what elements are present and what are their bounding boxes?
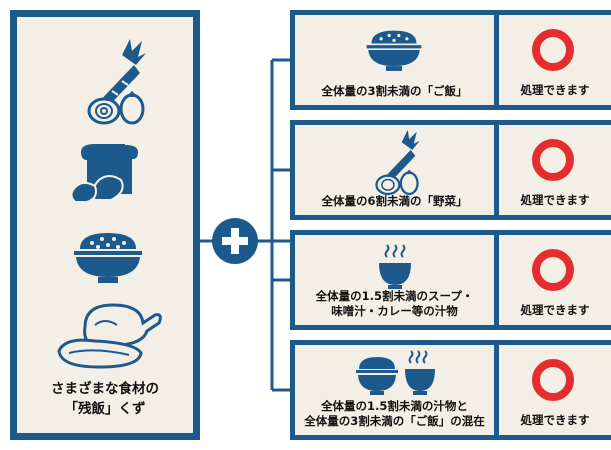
condition-label: 全体量の3割未満の「ご飯」 xyxy=(295,84,494,99)
food-waste-caption: さまざまな食材の 「残飯」くず xyxy=(17,379,193,419)
status-label: 処理できます xyxy=(520,193,590,207)
food-waste-panel: さまざまな食材の 「残飯」くず xyxy=(10,10,200,440)
food-waste-caption-line1: さまざまな食材の xyxy=(51,381,159,397)
condition-label: 全体量の1.5割未満のスープ・ 味噌汁・カレー等の汁物 xyxy=(295,289,494,319)
status-label: 処理できます xyxy=(520,413,590,427)
rice-and-soup-icon xyxy=(355,349,439,401)
status-box: 処理できます xyxy=(499,345,611,435)
status-label: 処理できます xyxy=(520,303,590,317)
ok-circle-icon xyxy=(532,359,574,401)
condition-box: 全体量の6割未満の「野菜」 xyxy=(295,125,494,215)
food-waste-caption-line2: 「残飯」くず xyxy=(64,401,146,417)
bread-icon xyxy=(69,142,149,207)
condition-label-line1: 全体量の1.5割未満の汁物と xyxy=(321,399,468,413)
condition-label-line2: 味噌汁・カレー等の汁物 xyxy=(331,304,458,318)
rice-bowl-icon xyxy=(72,227,144,287)
ok-circle-icon xyxy=(532,29,574,71)
vegetables-icon xyxy=(72,35,152,127)
condition-box: 全体量の1.5割未満のスープ・ 味噌汁・カレー等の汁物 xyxy=(295,235,494,325)
vegetables-icon xyxy=(363,127,425,197)
status-box: 処理できます xyxy=(499,15,611,105)
status-label: 処理できます xyxy=(520,83,590,97)
condition-row-vegetables: 全体量の6割未満の「野菜」 処理できます xyxy=(290,120,611,220)
condition-box: 全体量の3割未満の「ご飯」 xyxy=(295,15,494,105)
condition-label-line2: 全体量の3割未満の「ご飯」の混在 xyxy=(304,414,485,428)
ok-circle-icon xyxy=(532,249,574,291)
status-box: 処理できます xyxy=(499,235,611,325)
condition-label: 全体量の6割未満の「野菜」 xyxy=(295,194,494,209)
food-waste-panel-inner: さまざまな食材の 「残飯」くず xyxy=(17,17,193,433)
condition-box: 全体量の1.5割未満の汁物と 全体量の3割未満の「ご飯」の混在 xyxy=(295,345,494,435)
condition-label: 全体量の1.5割未満の汁物と 全体量の3割未満の「ご飯」の混在 xyxy=(295,399,494,429)
status-box: 処理できます xyxy=(499,125,611,215)
condition-row-rice-and-soup: 全体量の1.5割未満の汁物と 全体量の3割未満の「ご飯」の混在 処理できます xyxy=(290,340,611,440)
plus-icon xyxy=(212,218,258,264)
condition-label-line1: 全体量の1.5割未満のスープ・ xyxy=(315,289,474,303)
condition-row-rice: 全体量の3割未満の「ご飯」 処理できます xyxy=(290,10,611,110)
soup-bowl-icon xyxy=(375,241,415,291)
ok-circle-icon xyxy=(532,139,574,181)
condition-row-soup: 全体量の1.5割未満のスープ・ 味噌汁・カレー等の汁物 処理できます xyxy=(290,230,611,330)
chicken-meat-icon xyxy=(55,297,165,369)
rice-bowl-icon xyxy=(365,25,423,75)
condition-label-line1: 全体量の6割未満の「野菜」 xyxy=(321,194,468,208)
condition-label-line1: 全体量の3割未満の「ご飯」 xyxy=(321,84,468,98)
